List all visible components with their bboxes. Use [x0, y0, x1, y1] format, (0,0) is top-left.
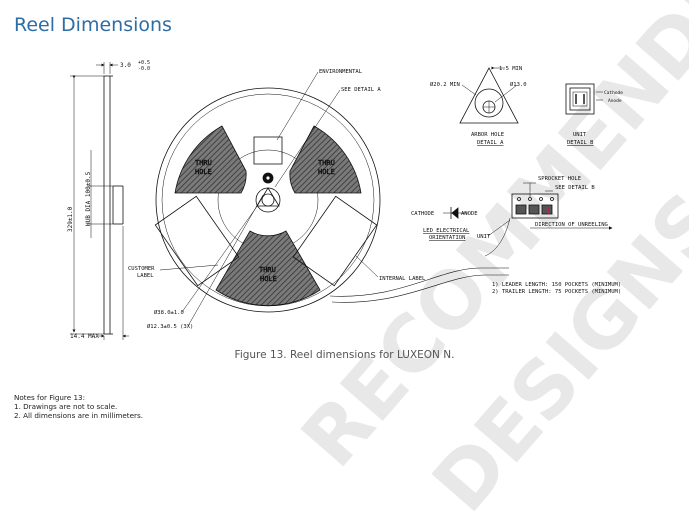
thru-hole-left-line-2: HOLE: [195, 168, 212, 176]
detail-a-arbor: ARBOR HOLE: [471, 132, 504, 138]
tape-cathode: CATHODE: [411, 211, 434, 217]
detail-b-cathode: Cathode: [604, 90, 623, 96]
notes-title: Notes for Figure 13:: [14, 393, 86, 402]
detail-b-unit: UNIT: [573, 132, 587, 138]
environmental-label-box: [253, 136, 283, 165]
carrier-tape: [443, 182, 613, 257]
customer-label-line-2: LABEL: [137, 273, 154, 279]
thru-hole-bottom-line-1: THRU: [259, 266, 276, 274]
thru-hole-left: [174, 125, 247, 194]
detail-a-dia-13: Ø13.0: [510, 81, 527, 88]
tape-unreeling: DIRECTION OF UNREELING: [535, 222, 608, 228]
reel-side-view: [70, 62, 129, 340]
detail-a-title: DETAIL A: [477, 140, 504, 146]
dia-38-label: Ø38.0±1.0: [154, 309, 184, 316]
detail-a-view: [459, 66, 519, 124]
reel-front-view: [154, 71, 509, 327]
thru-hole-right-line-1: THRU: [318, 159, 335, 167]
thru-hole-right-line-2: HOLE: [318, 168, 335, 176]
side-top-dim: 3.0: [120, 62, 131, 69]
note-2: 2. All dimensions are in millimeters.: [14, 411, 143, 420]
tape-sprocket: SPROCKET HOLE: [538, 176, 581, 182]
tape-anode: ANODE: [461, 211, 478, 217]
side-tol-minus: -0.0: [138, 66, 150, 72]
internal-label-box: [292, 195, 378, 287]
side-hub-dia: HUB DIA 100±0.5: [85, 171, 92, 226]
tape-orientation-line-2: ORIENTATION: [429, 235, 465, 241]
figure-caption: Figure 13. Reel dimensions for LUXEON N.: [234, 349, 455, 361]
customer-label-line-1: CUSTOMER: [128, 266, 155, 272]
detail-a-min-15: 1.5 MIN: [499, 66, 522, 72]
environmental-label: ENVIRONMENTAL: [319, 69, 363, 75]
thru-hole-bottom-line-2: HOLE: [260, 275, 277, 283]
side-outer-dia: 329±1.0: [67, 206, 74, 232]
page-title: Reel Dimensions: [14, 14, 172, 36]
side-bottom-dim: 14.4 MAX: [70, 333, 99, 340]
detail-a-dia-20: Ø20.2 MIN: [430, 81, 460, 88]
tape-leader: 1) LEADER LENGTH: 150 POCKETS (MINIMUM): [492, 282, 621, 288]
tape-orientation-line-1: LED ELECTRICAL: [423, 228, 470, 234]
tape-see-detail-b: SEE DETAIL B: [555, 185, 595, 191]
thru-hole-bottom: [215, 230, 321, 306]
tape-unit: UNIT: [477, 234, 491, 240]
figure-notes: Notes for Figure 13: 1. Drawings are not…: [14, 393, 143, 420]
internal-label-text: INTERNAL LABEL: [379, 276, 426, 282]
detail-b-anode: Anode: [608, 98, 622, 104]
customer-label-box: [154, 195, 240, 287]
note-1: 1. Drawings are not to scale.: [14, 402, 118, 411]
side-tol-plus: +0.5: [138, 60, 150, 66]
dia-12-label: Ø12.3±0.5 (3X): [147, 323, 193, 330]
detail-b-view: [565, 83, 603, 115]
tape-trailer: 2) TRAILER LENGTH: 75 POCKETS (MINIMUM): [492, 289, 621, 295]
thru-hole-left-line-1: THRU: [195, 159, 212, 167]
thru-hole-right: [289, 125, 362, 194]
see-detail-a-label: SEE DETAIL A: [341, 87, 381, 93]
reel-drawing: 3.0 +0.5 -0.0 329±1.0 HUB DIA 100±0.5 14…: [67, 60, 623, 340]
detail-b-title: DETAIL B: [567, 140, 594, 146]
